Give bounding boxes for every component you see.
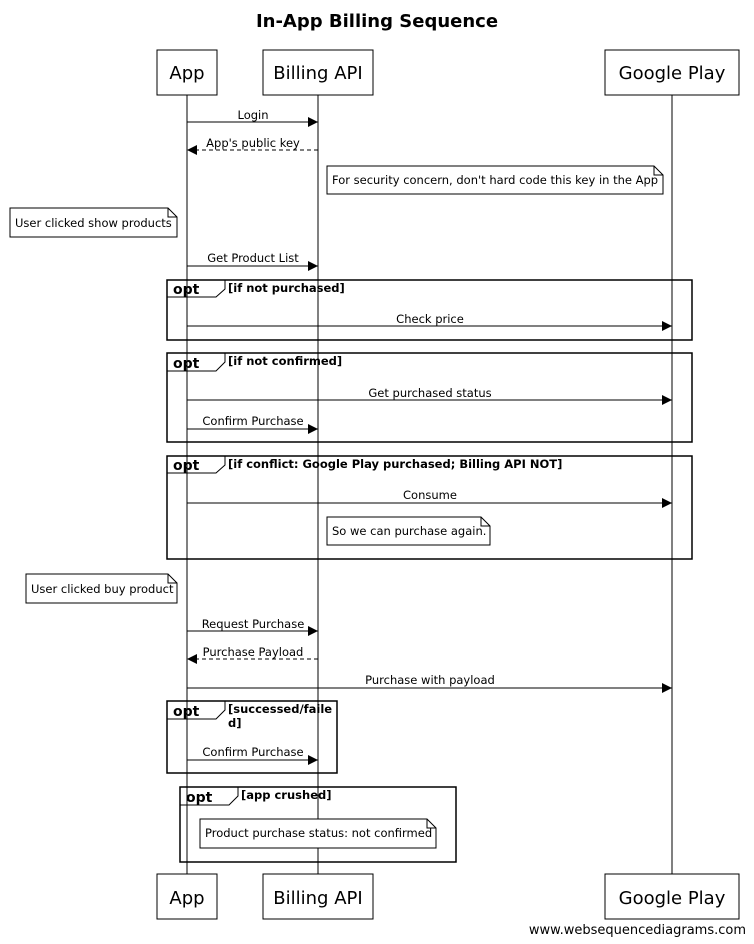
fragment-condition: [if not purchased]	[228, 281, 345, 295]
fragment-keyword: opt	[186, 790, 213, 806]
participant-google-play-top: Google Play	[604, 49, 740, 96]
fragment-condition: [app crushed]	[241, 788, 331, 802]
fragment-app-crushed: opt [app crushed]	[179, 786, 457, 863]
fragment-keyword: opt	[173, 458, 200, 474]
message-login-label: Login	[237, 108, 268, 122]
fragment-successed-failed: opt [successed/faile d]	[166, 700, 338, 774]
fragment-keyword: opt	[173, 704, 200, 720]
note-text: So we can purchase again.	[332, 524, 486, 538]
fragment-condition: [if conflict: Google Play purchased; Bil…	[228, 457, 562, 471]
fragment-condition-line1: [successed/faile	[228, 702, 332, 716]
message-get-purchased-status-label: Get purchased status	[368, 386, 491, 400]
fragment-keyword: opt	[173, 356, 200, 372]
participant-label: Google Play	[619, 63, 726, 84]
participant-label: Google Play	[619, 888, 726, 909]
note-text: User clicked buy product	[31, 582, 174, 596]
note-security: For security concern, don't hard code th…	[326, 165, 664, 195]
message-request-purchase-label: Request Purchase	[202, 617, 305, 631]
message-confirm-purchase-label: Confirm Purchase	[202, 414, 303, 428]
fragment-keyword: opt	[173, 282, 200, 298]
participant-app-top: App	[156, 49, 218, 96]
fragment-not-confirmed: opt [if not confirmed]	[166, 352, 693, 443]
participant-billing-api-bottom: Billing API	[262, 873, 374, 920]
note-text: For security concern, don't hard code th…	[332, 173, 658, 187]
diagram-title: In-App Billing Sequence	[256, 11, 498, 32]
note-show-products: User clicked show products	[9, 207, 178, 238]
footer-credit: www.websequencediagrams.com	[529, 923, 746, 938]
participant-app-bottom: App	[156, 873, 218, 920]
message-get-product-list-label: Get Product List	[207, 251, 299, 265]
message-purchase-with-payload-label: Purchase with payload	[365, 673, 495, 687]
message-purchase-payload-label: Purchase Payload	[203, 645, 304, 659]
fragment-condition: [if not confirmed]	[228, 354, 342, 368]
message-consume-label: Consume	[403, 488, 457, 502]
participant-label: App	[169, 63, 204, 84]
note-buy-product: User clicked buy product	[25, 573, 178, 604]
participant-label: App	[169, 888, 204, 909]
note-text: Product purchase status: not confirmed	[205, 826, 432, 840]
fragment-conflict: opt [if conflict: Google Play purchased;…	[166, 455, 693, 560]
message-check-price-label: Check price	[396, 312, 464, 326]
participant-label: Billing API	[273, 63, 362, 84]
fragment-not-purchased: opt [if not purchased]	[166, 279, 693, 341]
note-not-confirmed: Product purchase status: not confirmed	[199, 818, 437, 849]
note-purchase-again: So we can purchase again.	[326, 516, 491, 546]
fragment-condition-line2: d]	[228, 716, 242, 730]
message-confirm-purchase-2-label: Confirm Purchase	[202, 745, 303, 759]
message-public-key-label: App's public key	[206, 136, 300, 150]
participant-google-play-bottom: Google Play	[604, 873, 740, 920]
note-text: User clicked show products	[15, 216, 172, 230]
participant-label: Billing API	[273, 888, 362, 909]
participant-billing-api-top: Billing API	[262, 49, 374, 96]
